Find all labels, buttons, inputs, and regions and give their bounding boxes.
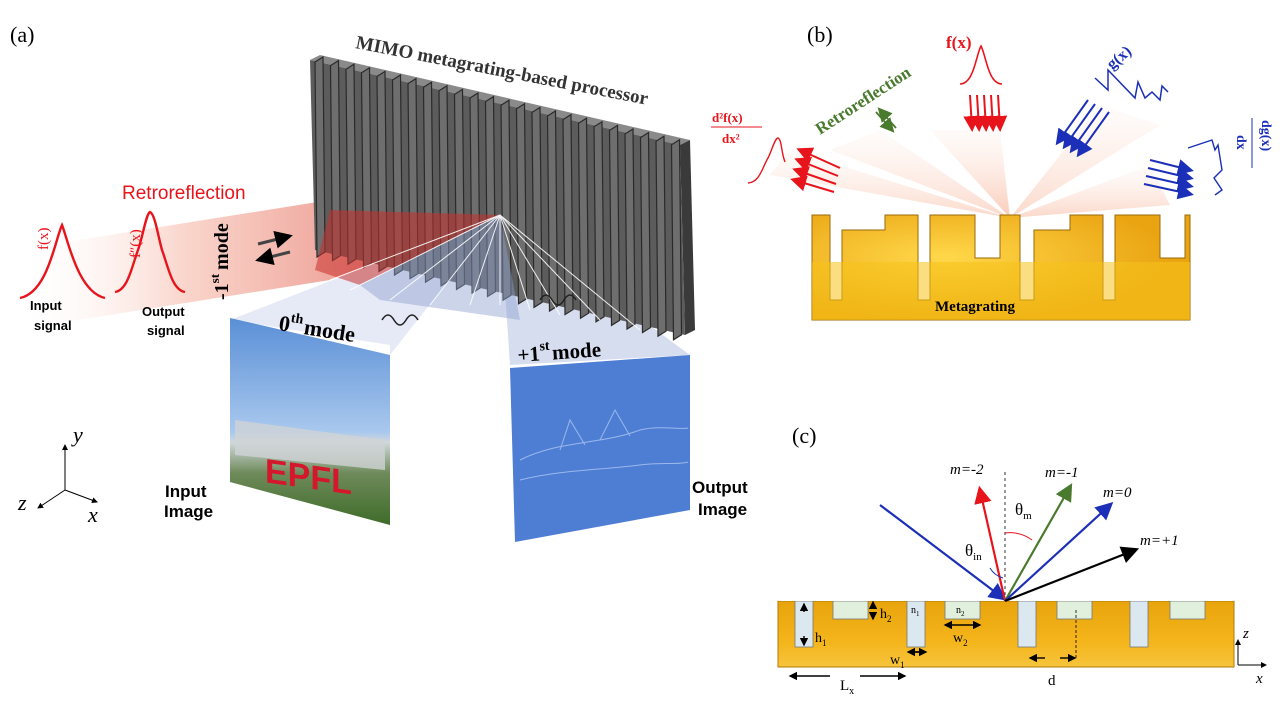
output-fppx-label: f″(x): [128, 229, 144, 258]
b-retroreflection-label: Retroreflection: [812, 62, 915, 138]
grating-fin: [639, 131, 652, 334]
order-m-0: m=0: [1103, 485, 1132, 501]
b-blue-arrows-right: [1143, 159, 1194, 200]
c-axis-z-label: z: [1242, 626, 1249, 642]
grating-fin: [546, 109, 559, 313]
retroreflection-label: Retroreflection: [122, 183, 246, 204]
c-axis-x-label: x: [1255, 671, 1263, 687]
panel-c: (c) m=-2 m=-1 m: [777, 423, 1267, 697]
grating-fin: [655, 135, 667, 338]
b-dgdx-curve: [1187, 139, 1223, 196]
input-image: EPFL: [230, 318, 390, 525]
grating-fin: [624, 127, 636, 331]
axis-z-label: z: [17, 490, 27, 515]
order-m-minus2: m=-2: [950, 462, 984, 478]
grating-fin: [577, 117, 590, 320]
dimension-arrows: [788, 600, 1077, 681]
output-image-label-1: Output: [692, 478, 748, 497]
order-m-plus1: m=+1: [1140, 533, 1179, 549]
input-gaussian-curve: [19, 221, 106, 300]
order-m-minus1: m=-1: [1045, 465, 1078, 481]
panel-b: (b) Metagrating f(x) d²f(x) dx²: [711, 22, 1273, 321]
h1-label: h1: [815, 631, 827, 648]
grating-fin: [500, 99, 512, 302]
plus-first-mode-label: +1stmode: [517, 335, 602, 367]
b-gaussian-curve: [959, 44, 1003, 85]
theta-in-label: θin: [965, 541, 982, 563]
theta-m-label: θm: [1015, 500, 1032, 522]
b-d2f-denominator: dx²: [722, 131, 740, 146]
minus-first-mode-label: -1stmode: [207, 223, 233, 300]
b-d2f-numerator: d²f(x): [712, 110, 743, 125]
b-fx-label: f(x): [946, 33, 971, 52]
axis-y-label: y: [71, 422, 83, 447]
grating-fin: [314, 55, 326, 259]
n1-label: n1: [911, 605, 920, 618]
first-mode-wave-icon: [539, 294, 577, 306]
input-signal-label-2: signal: [34, 318, 72, 333]
grating-fin: [562, 113, 574, 316]
ray-diagram: [879, 470, 1140, 603]
input-signal-label-1: Input: [30, 298, 62, 313]
input-image-label-2: Image: [164, 502, 213, 521]
grating-fin: [670, 138, 683, 341]
b-second-derivative-curve: [747, 137, 786, 184]
b-dg-numerator: dg(x): [1258, 120, 1273, 151]
b-green-arrows: [875, 107, 897, 133]
lx-label: Lx: [840, 678, 854, 697]
grating-fin: [515, 102, 528, 305]
output-signal-label-2: signal: [147, 323, 185, 338]
beam-cones: [770, 105, 1170, 218]
b-gx-curve: [1094, 68, 1169, 102]
diffraction-fan-lines: [329, 214, 641, 331]
b-red-arrows-down: [963, 94, 1008, 132]
n2-label: n2: [956, 605, 965, 618]
h2-label: h2: [880, 607, 892, 624]
panel-b-label: (b): [807, 22, 833, 47]
svg-text:-1stmode: -1stmode: [207, 223, 233, 300]
metagrating-block: [811, 214, 1191, 321]
svg-text:+1stmode: +1stmode: [517, 335, 602, 367]
b-blue-arrows-upright: [1055, 99, 1110, 158]
panel-a: (a) MIMO metagrating-based processor: [10, 22, 748, 542]
input-fx-label: f(x): [36, 228, 52, 251]
axes-3d: [37, 444, 98, 509]
axis-x-label: x: [87, 502, 98, 527]
output-second-derivative-curve: [114, 210, 186, 294]
panel-c-label: (c): [792, 423, 816, 448]
zeroth-mode-wave-icon: [381, 314, 419, 326]
output-image: [510, 355, 690, 542]
grating-fin: [608, 124, 621, 327]
w2-label: w2: [953, 631, 968, 648]
metagrating-label: Metagrating: [935, 299, 1015, 315]
output-signal-label-1: Output: [142, 304, 185, 319]
panel-a-label: (a): [10, 22, 34, 47]
b-dg-fraction: dg(x) dx: [1233, 118, 1273, 168]
grating-fin: [593, 120, 605, 323]
output-image-label-2: Image: [698, 500, 747, 519]
metagrating-processor-block: [310, 55, 695, 341]
b-dg-denominator: dx: [1233, 135, 1248, 150]
axes-2d: [1235, 639, 1267, 668]
input-image-label-1: Input: [165, 482, 207, 501]
retro-double-arrows: [255, 230, 293, 266]
b-red-arrows-left: [790, 147, 841, 193]
w1-label: w1: [890, 653, 905, 670]
b-gx-label: g(x): [1104, 43, 1135, 73]
d-label: d: [1048, 673, 1056, 689]
